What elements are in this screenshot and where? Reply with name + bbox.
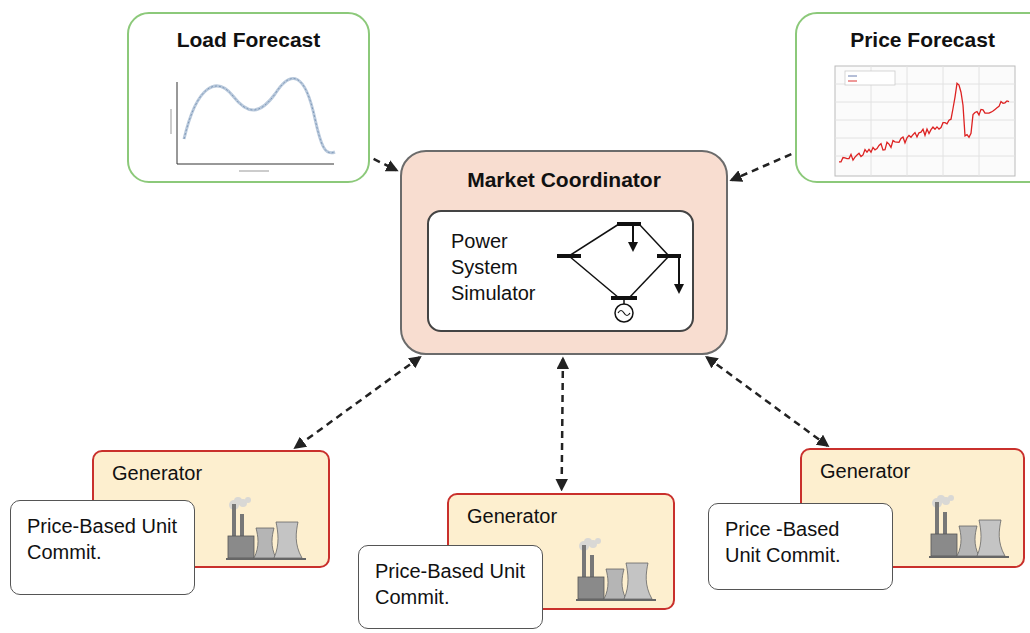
power-plant-icon	[927, 494, 1017, 564]
node-label: Generator	[112, 462, 202, 485]
dashed-connector	[374, 159, 397, 170]
node-label: Price-Based Unit Commit.	[375, 558, 527, 610]
dashed-connector	[295, 357, 419, 447]
dashed-connector	[732, 154, 792, 180]
dashed-connector	[707, 357, 827, 445]
node-label: Power System Simulator	[451, 228, 561, 306]
process-box: Price -Based Unit Commit.	[708, 503, 893, 590]
forecast-box: Load Forecast	[127, 12, 370, 183]
process-box: Price-Based Unit Commit.	[10, 500, 195, 595]
node-label: Market Coordinator	[402, 168, 726, 192]
forecast-box: Price Forecast	[795, 12, 1030, 183]
node-label: Price Forecast	[797, 28, 1030, 52]
dashed-connector	[562, 359, 563, 489]
node-label: Generator	[467, 505, 557, 528]
power-plant-icon	[224, 496, 314, 566]
node-label: Load Forecast	[129, 28, 368, 52]
power-plant-icon	[574, 537, 664, 607]
process-box: Price-Based Unit Commit.	[358, 545, 543, 629]
node-label: Price-Based Unit Commit.	[27, 513, 179, 565]
node-label: Generator	[820, 460, 910, 483]
node-label: Price -Based Unit Commit.	[725, 516, 877, 568]
coordinator-box: Market Coordinator Power System Simulato…	[400, 150, 728, 355]
simulator-box: Power System Simulator	[427, 210, 694, 332]
